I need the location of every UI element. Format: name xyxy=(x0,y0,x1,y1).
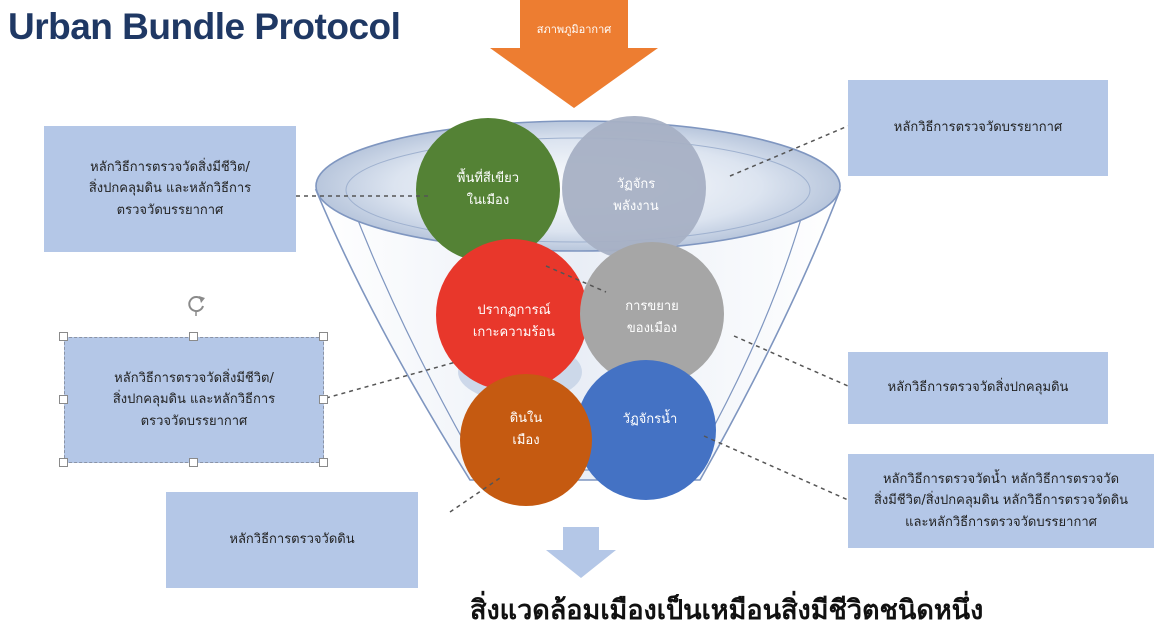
textbox-bottom-left[interactable]: หลักวิธีการตรวจวัดดิน xyxy=(166,492,418,588)
resize-handle-middle-right[interactable] xyxy=(319,395,328,404)
rotate-handle-icon[interactable] xyxy=(184,292,208,316)
circle-green-space xyxy=(416,118,560,262)
resize-handle-bottom-left[interactable] xyxy=(59,458,68,467)
circle-water-cycle xyxy=(576,360,716,500)
textbox-line: หลักวิธีการตรวจวัดสิ่งมีชีวิต/ xyxy=(90,159,250,175)
circle-label-line: เมือง xyxy=(512,433,540,448)
resize-handle-middle-left[interactable] xyxy=(59,395,68,404)
funnel-inner-wall xyxy=(351,204,806,471)
textbox-line: หลักวิธีการตรวจวัดสิ่งมีชีวิต/ xyxy=(114,370,274,386)
circle-label-green-space: พื้นที่สีเขียว ในเมือง xyxy=(457,168,519,212)
resize-handle-top-left[interactable] xyxy=(59,332,68,341)
textbox-line: หลักวิธีการตรวจวัดสิ่งปกคลุมดิน xyxy=(887,380,1069,396)
circle-label-urban-sprawl: การขยาย ของเมือง xyxy=(625,296,679,340)
textbox-line: ตรวจวัดบรรยากาศ xyxy=(116,202,224,218)
textbox-line: สิ่งปกคลุมดิน และหลักวิธีการ xyxy=(88,181,252,197)
funnel-rim-inner xyxy=(345,137,811,243)
circle-energy-cycle xyxy=(562,116,706,260)
circle-label-line: พลังงาน xyxy=(613,199,659,214)
page-title: Urban Bundle Protocol xyxy=(8,6,401,47)
circle-label-urban-soil: ดินใน เมือง xyxy=(510,408,543,452)
circle-label-line: วัฏจักร xyxy=(616,176,656,192)
top-arrow-label: สภาพภูมิอากาศ xyxy=(536,23,612,36)
circle-label-line: ปรากฏการณ์ xyxy=(477,302,551,318)
circle-label-line: ดินใน xyxy=(509,410,543,426)
textbox-line: สิ่งมีชีวิต/สิ่งปกคลุมดิน หลักวิธีการตรว… xyxy=(873,493,1129,509)
textbox-right-bottom[interactable]: หลักวิธีการตรวจวัดน้ำ หลักวิธีการตรวจวัด… xyxy=(848,454,1154,548)
circle-heat-island xyxy=(436,239,588,391)
resize-handle-top-center[interactable] xyxy=(189,332,198,341)
textbox-line: ตรวจวัดบรรยากาศ xyxy=(140,413,248,429)
textbox-line: และหลักวิธีการตรวจวัดบรรยากาศ xyxy=(905,514,1097,530)
bottom-arrow-shape xyxy=(546,527,616,578)
resize-handle-bottom-right[interactable] xyxy=(319,458,328,467)
circle-label-line: พื้นที่สีเขียว xyxy=(456,170,520,186)
resize-handle-bottom-center[interactable] xyxy=(189,458,198,467)
circle-label-line: การขยาย xyxy=(625,298,679,314)
circle-urban-sprawl xyxy=(580,242,724,386)
textbox-right-mid[interactable]: หลักวิธีการตรวจวัดสิ่งปกคลุมดิน xyxy=(848,352,1108,424)
textbox-left-mid-selected[interactable]: หลักวิธีการตรวจวัดสิ่งมีชีวิต/ สิ่งปกคลุ… xyxy=(64,337,324,463)
circle-label-line: ของเมือง xyxy=(626,321,678,336)
textbox-line: หลักวิธีการตรวจวัดดิน xyxy=(229,532,355,548)
textbox-line: หลักวิธีการตรวจวัดบรรยากาศ xyxy=(893,120,1063,136)
textbox-right-top[interactable]: หลักวิธีการตรวจวัดบรรยากาศ xyxy=(848,80,1108,176)
textbox-line: สิ่งปกคลุมดิน และหลักวิธีการ xyxy=(112,392,276,408)
circle-label-water-cycle: วัฏจักรน้ำ xyxy=(623,409,678,431)
circle-label-line: วัฏจักรน้ำ xyxy=(622,411,678,427)
top-arrow-shape xyxy=(490,0,658,108)
circle-label-heat-island: ปรากฏการณ์ เกาะความร้อน xyxy=(473,300,555,344)
circle-label-energy-cycle: วัฏจักร พลังงาน xyxy=(613,174,658,218)
connector-lines xyxy=(296,125,849,513)
textbox-line: หลักวิธีการตรวจวัดน้ำ หลักวิธีการตรวจวัด xyxy=(882,471,1120,487)
circle-urban-soil xyxy=(460,374,592,506)
footer-caption: สิ่งแวดล้อมเมืองเป็นเหมือนสิ่งมีชีวิตชนิ… xyxy=(470,595,984,626)
circle-label-line: ในเมือง xyxy=(466,193,510,208)
resize-handle-top-right[interactable] xyxy=(319,332,328,341)
textbox-left-top[interactable]: หลักวิธีการตรวจวัดสิ่งมีชีวิต/ สิ่งปกคลุ… xyxy=(44,126,296,252)
circle-label-line: เกาะความร้อน xyxy=(472,325,556,340)
